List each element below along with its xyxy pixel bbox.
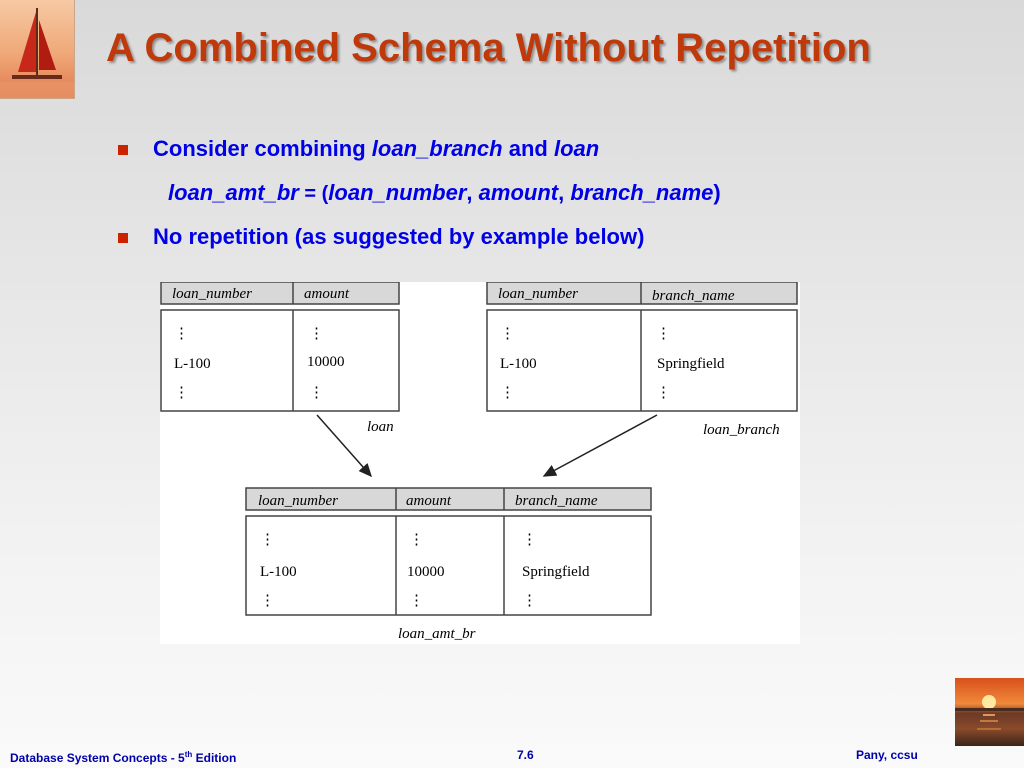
- ellipsis: ⋮: [260, 593, 275, 609]
- relation-name-loan-branch: loan_branch: [371, 136, 503, 161]
- caption-loan: loan: [367, 419, 394, 435]
- header-amount: amount: [304, 286, 350, 302]
- schema-equals: = (: [298, 183, 329, 205]
- figure-diagram: loan_number amount ⋮ ⋮ L-100 10000 ⋮ ⋮ l…: [160, 281, 798, 642]
- cell-amount: 10000: [407, 564, 445, 580]
- bullet-square-icon: [118, 145, 128, 155]
- ellipsis: ⋮: [500, 326, 515, 342]
- ellipsis: ⋮: [522, 532, 537, 548]
- slide-title: A Combined Schema Without Repetition: [106, 26, 871, 70]
- schema-name: loan_amt_br: [168, 180, 299, 205]
- table-loan-branch: loan_number branch_name ⋮ ⋮ L-100 Spring…: [486, 281, 798, 438]
- cell-branch-name: Springfield: [522, 564, 590, 580]
- relation-name-loan: loan: [553, 136, 600, 161]
- arrow-loan-to-combined: [316, 414, 372, 478]
- schema-attr-branch-name: branch_name: [570, 180, 714, 205]
- caption-loan-amt-br: loan_amt_br: [398, 626, 476, 642]
- bullet-item-combine: Consider combining loan_branch and loan: [118, 134, 998, 164]
- sunset-image: [955, 678, 1024, 746]
- header-loan-number: loan_number: [258, 493, 338, 509]
- ellipsis: ⋮: [309, 326, 324, 342]
- header-amount: amount: [406, 493, 452, 509]
- ellipsis: ⋮: [500, 385, 515, 401]
- schema-separator: ,: [466, 180, 479, 205]
- schema-definition: loan_amt_br = (loan_number, amount, bran…: [168, 178, 998, 208]
- cell-amount: 10000: [307, 354, 345, 370]
- header-branch-name: branch_name: [652, 288, 735, 304]
- ellipsis: ⋮: [522, 593, 537, 609]
- table-loan: loan_number amount ⋮ ⋮ L-100 10000 ⋮ ⋮ l…: [160, 281, 400, 435]
- footer-book-title: Database System Concepts - 5th Edition: [10, 750, 237, 765]
- header-loan-number: loan_number: [172, 286, 252, 302]
- ellipsis: ⋮: [309, 385, 324, 401]
- ellipsis: ⋮: [656, 385, 671, 401]
- ellipsis: ⋮: [174, 385, 189, 401]
- bullet-square-icon: [118, 233, 128, 243]
- bullet-item-no-repetition: No repetition (as suggested by example b…: [118, 222, 998, 252]
- ellipsis: ⋮: [409, 532, 424, 548]
- ellipsis: ⋮: [656, 326, 671, 342]
- bullet-text: Consider combining: [153, 136, 372, 161]
- footer-author: Pany, ccsu: [856, 748, 918, 762]
- header-loan-number: loan_number: [498, 286, 578, 302]
- header-branch-name: branch_name: [515, 493, 598, 509]
- table-loan-amt-br: loan_number amount branch_name ⋮ ⋮ ⋮ L-1…: [245, 487, 652, 642]
- sailboat-logo: [0, 0, 75, 99]
- ellipsis: ⋮: [409, 593, 424, 609]
- cell-branch-name: Springfield: [657, 356, 725, 372]
- cell-loan-number: L-100: [260, 564, 297, 580]
- bullet-text-and: and: [502, 136, 554, 161]
- bullet-text: No repetition (as suggested by example b…: [153, 224, 645, 249]
- ellipsis: ⋮: [260, 532, 275, 548]
- schema-separator: ,: [558, 180, 571, 205]
- caption-loan-branch: loan_branch: [703, 422, 780, 438]
- schema-attr-amount: amount: [478, 180, 559, 205]
- footer-page-number: 7.6: [517, 748, 534, 762]
- schema-attr-loan-number: loan_number: [328, 180, 467, 205]
- schema-figure: loan_number amount ⋮ ⋮ L-100 10000 ⋮ ⋮ l…: [160, 281, 800, 644]
- cell-loan-number: L-100: [500, 356, 537, 372]
- ellipsis: ⋮: [174, 326, 189, 342]
- bullet-list: Consider combining loan_branch and loan …: [118, 134, 998, 252]
- schema-close-paren: ): [713, 180, 721, 205]
- arrow-loan-branch-to-combined: [542, 414, 658, 477]
- cell-loan-number: L-100: [174, 356, 211, 372]
